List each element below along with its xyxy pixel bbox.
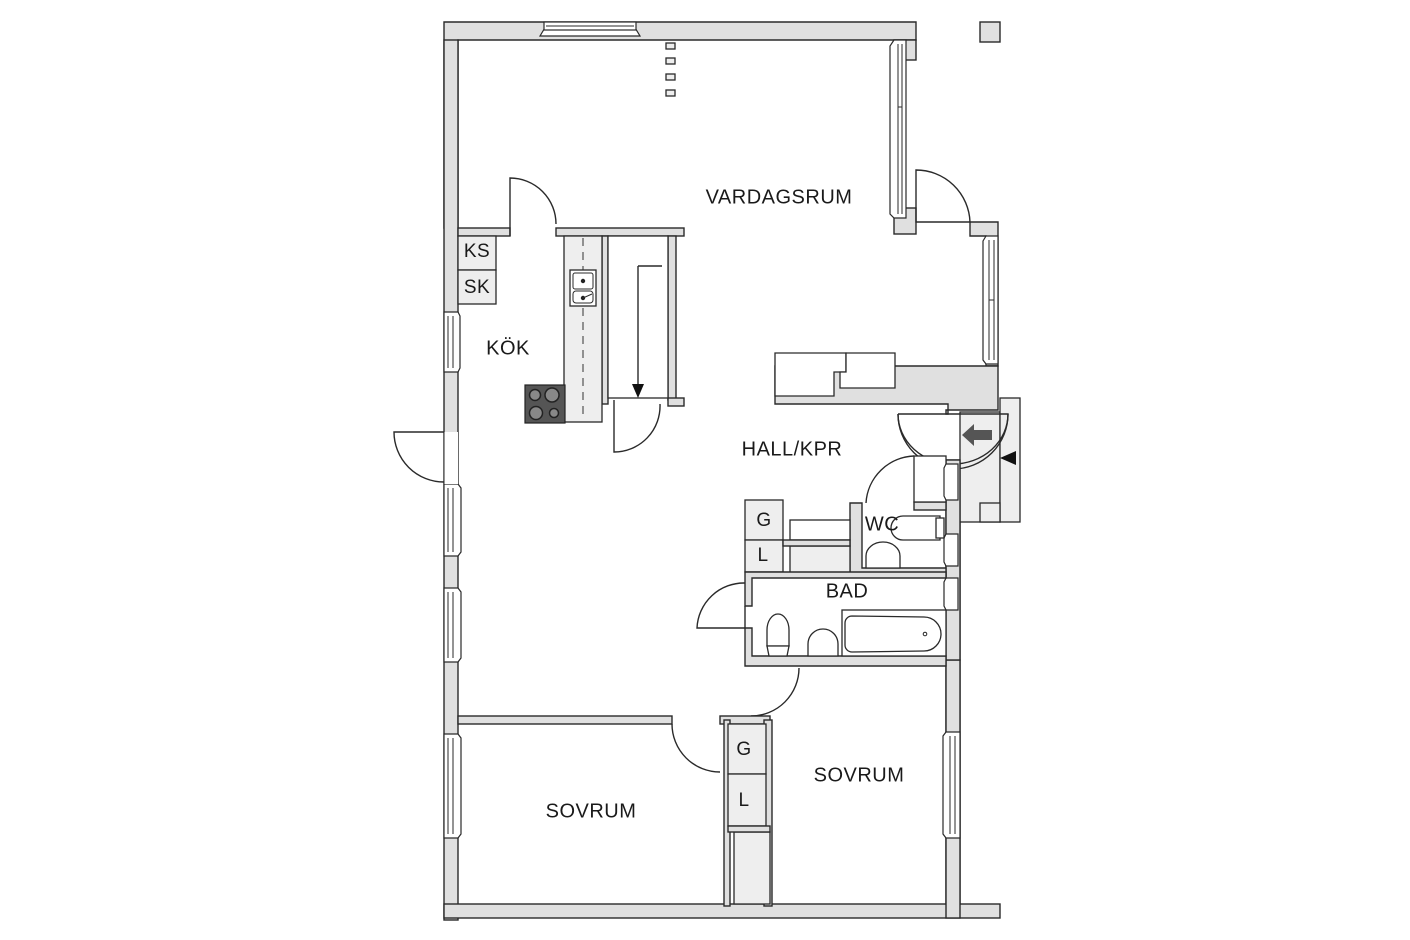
window-left-mid1: [443, 483, 462, 557]
vent-squares: [665, 42, 676, 97]
room-label-kok: KÖK: [486, 337, 530, 360]
fixture-label-sk: SK: [463, 277, 491, 298]
entry-vestibule: [897, 397, 1021, 523]
sk-cabinet: [457, 269, 497, 305]
hall-wardrobe: [774, 352, 999, 415]
entry-marker-icon: [1000, 451, 1016, 465]
fixture-label-g-upper: G: [756, 510, 772, 531]
window-top: [538, 21, 642, 37]
room-label-bad: BAD: [825, 580, 869, 603]
window-right-sovrum: [942, 731, 961, 839]
stove-icon: [524, 384, 566, 424]
closet-gl-upper: [744, 499, 851, 575]
bathtub-icon: [841, 609, 947, 657]
fixture-label-g-lower: G: [736, 739, 752, 760]
sovrum2-door: [750, 667, 800, 717]
window-right-upper: [889, 39, 907, 219]
room-label-hall: HALL/KPR: [741, 438, 843, 461]
kitchen-counter: [563, 235, 603, 423]
room-label-wc: WC: [864, 513, 900, 536]
wc-sink-icon: [865, 541, 901, 569]
room-label-sovrum-2: SOVRUM: [813, 764, 905, 787]
wc-toilet-icon: [890, 515, 945, 541]
closet-gl-lower: [723, 719, 773, 907]
kitchen-walls: [457, 177, 685, 453]
balcony-door: [915, 169, 971, 223]
window-left-sovrum: [443, 733, 462, 839]
toilet-icon: [766, 613, 790, 657]
window-left-mid2: [443, 587, 462, 663]
wc-walls: [849, 455, 961, 661]
bad-sink-icon: [807, 628, 839, 657]
fixture-label-l-upper: L: [757, 545, 769, 566]
room-label-vardagsrum: VARDAGSRUM: [705, 186, 853, 209]
window-right-lower: [982, 235, 999, 365]
window-left-kitchen: [443, 311, 461, 373]
sovrum1-walls: [457, 715, 771, 773]
fixture-label-ks: KS: [463, 241, 491, 262]
fixture-label-l-lower: L: [738, 790, 750, 811]
room-label-sovrum-1: SOVRUM: [545, 800, 637, 823]
entry-arrow-icon: [962, 424, 992, 446]
side-door-left: [393, 431, 458, 484]
sink-icon: [569, 269, 597, 307]
